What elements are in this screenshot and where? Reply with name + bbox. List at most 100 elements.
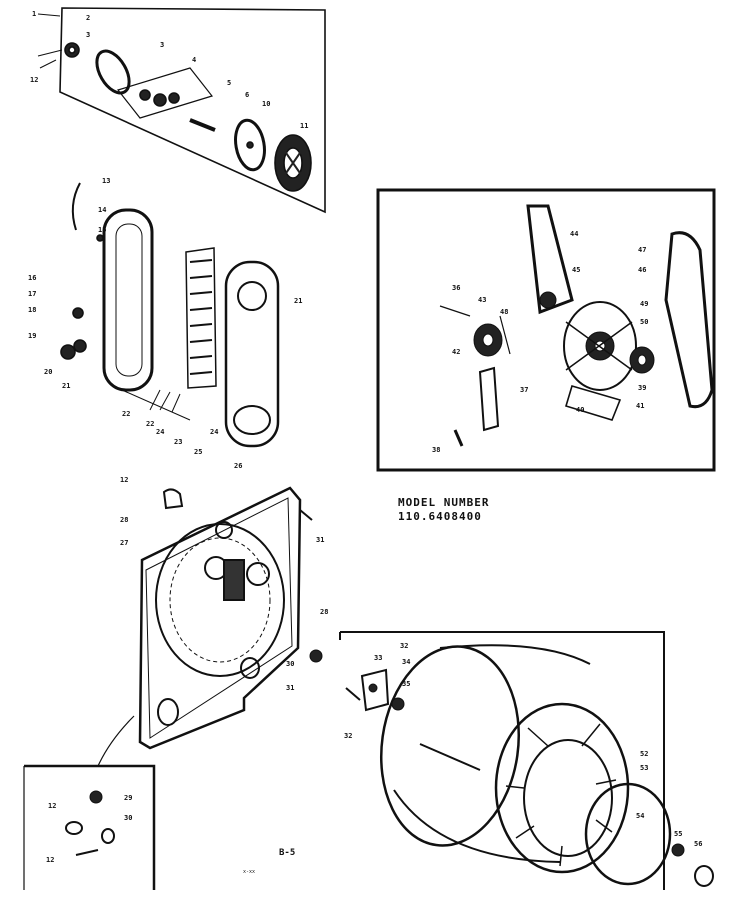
part-10-pulley (234, 118, 266, 172)
callout-30-inset: 30 (124, 814, 132, 822)
callout-43: 43 (478, 296, 486, 304)
callout-30-rear: 30 (286, 660, 294, 668)
part-11-blower-wheel (274, 134, 312, 192)
callout-49: 49 (640, 300, 648, 308)
callout-56: 56 (694, 840, 702, 848)
model-number-title: MODEL NUMBER (398, 496, 490, 509)
part-2-nut (64, 42, 80, 58)
callout-17: 17 (28, 290, 36, 298)
part-32-baffle (360, 668, 390, 712)
rear-panel-drum-opening (155, 523, 285, 677)
callout-28-rear: 28 (120, 516, 128, 524)
part-50-motor-pulley (629, 346, 655, 374)
page-code: B-5 (279, 848, 296, 858)
part-35-roller (391, 697, 405, 711)
part-23-heater-element (185, 247, 217, 389)
part-16-clip (72, 307, 84, 319)
callout-34: 34 (402, 658, 410, 666)
callout-3b: 3 (160, 41, 164, 49)
callout-25: 25 (194, 448, 202, 456)
callout-36: 36 (452, 284, 460, 292)
part-3-ring (95, 49, 131, 95)
callout-12: 12 (30, 76, 38, 84)
callout-26: 26 (234, 462, 242, 470)
callout-38: 38 (432, 446, 440, 454)
callout-32: 32 (400, 642, 408, 650)
callout-29-inset: 29 (124, 794, 132, 802)
part-13-wire (71, 182, 81, 231)
inset-parts-group (23, 764, 156, 890)
callout-20: 20 (44, 368, 52, 376)
small-code: x-xx (243, 869, 256, 875)
part-33-drum (379, 644, 630, 874)
callout-55: 55 (674, 830, 682, 838)
part-14-gasket (102, 208, 154, 392)
callout-42: 42 (452, 348, 460, 356)
callout-14: 14 (98, 206, 106, 214)
callout-52: 52 (640, 750, 648, 758)
callout-54: 54 (636, 812, 644, 820)
part-44-belt-small (526, 204, 574, 315)
part-21-thermostat (60, 339, 87, 360)
callout-53: 53 (640, 764, 648, 772)
callout-31b-rear: 31 (286, 684, 294, 692)
callout-35: 35 (402, 680, 410, 688)
rear-panel-group (97, 486, 323, 767)
callout-6: 6 (245, 91, 249, 99)
part-38-spring (453, 429, 464, 447)
callout-12-rear: 12 (120, 476, 128, 484)
callout-41: 41 (636, 402, 644, 410)
part-5-shaft (189, 118, 216, 132)
part-27-rear-panel (138, 486, 302, 750)
callout-21a: 21 (62, 382, 70, 390)
part-54-front-seal (584, 782, 672, 886)
callout-32b: 32 (344, 732, 352, 740)
callout-11: 11 (300, 122, 308, 130)
callout-18: 18 (28, 306, 36, 314)
callout-47: 47 (638, 246, 646, 254)
callout-21b: 21 (294, 297, 302, 305)
callout-15: 15 (98, 226, 106, 234)
callout-labels: 1 2 3 3 4 5 6 10 11 12 13 14 15 16 17 18… (28, 10, 702, 864)
part-30-grommet (309, 649, 323, 663)
callout-3a: 3 (86, 31, 90, 39)
model-number-value: 110.6408400 (398, 510, 482, 523)
part-28-cover (162, 488, 184, 510)
callout-40: 40 (576, 406, 584, 414)
callout-4: 4 (192, 56, 196, 64)
model-number-label: MODEL NUMBER 110.6408400 (398, 496, 489, 524)
callout-10: 10 (262, 100, 270, 108)
motor-box-frame (376, 188, 716, 472)
callout-50: 50 (640, 318, 648, 326)
callout-45: 45 (572, 266, 580, 274)
part-49-motor (563, 301, 637, 391)
callout-1: 1 (32, 10, 36, 18)
callout-37: 37 (520, 386, 528, 394)
top-group-frame (59, 7, 326, 214)
callout-39: 39 (638, 384, 646, 392)
callout-23: 23 (174, 438, 182, 446)
heater-parts-group (60, 182, 280, 448)
callout-12b-inset: 12 (46, 856, 54, 864)
callout-27-rear: 27 (120, 539, 128, 547)
callout-5: 5 (227, 79, 231, 87)
part-4-bracket-assembly (116, 67, 214, 119)
inset-frame (24, 764, 156, 890)
callout-13: 13 (102, 177, 110, 185)
callout-22: 22 (122, 410, 130, 418)
part-21-heater-housing (224, 260, 280, 448)
drum-group (339, 631, 714, 890)
callout-44: 44 (570, 230, 578, 238)
callout-48: 48 (500, 308, 508, 316)
callout-33: 33 (374, 654, 382, 662)
callout-16: 16 (28, 274, 36, 282)
callout-24b: 24 (156, 428, 164, 436)
callout-28-drum: 28 (320, 608, 328, 616)
callout-31-rear: 31 (316, 536, 324, 544)
top-parts-group (37, 7, 326, 214)
rear-to-inset-line (97, 715, 135, 767)
drum-frame (340, 631, 665, 890)
part-56-roller (671, 843, 714, 887)
callout-19: 19 (28, 332, 36, 340)
